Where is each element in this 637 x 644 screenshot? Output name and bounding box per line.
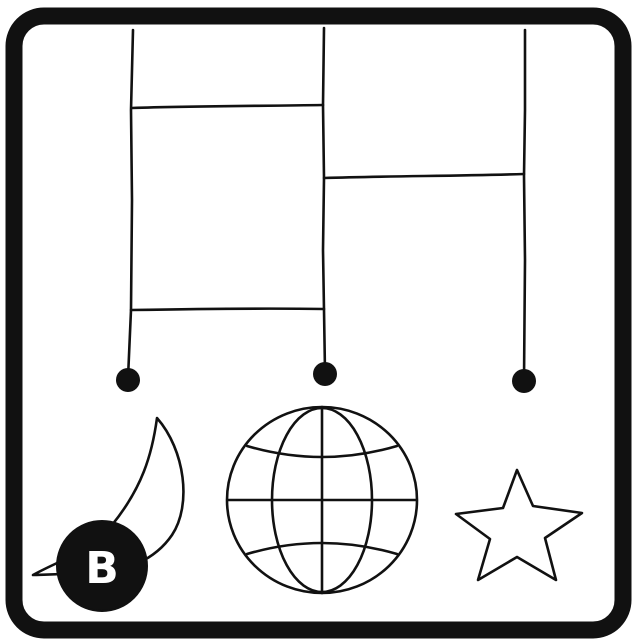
badge: B	[57, 521, 147, 611]
ladder-line-right	[524, 30, 525, 380]
ladder-rungs	[131, 105, 524, 310]
rung-right	[324, 174, 524, 178]
ladder-line-middle	[323, 28, 325, 372]
rung-left-top	[132, 105, 323, 108]
ladder-lines	[128, 28, 525, 380]
ladder-knobs	[116, 362, 536, 393]
rung-left-bottom	[131, 309, 324, 310]
star-icon	[456, 470, 582, 580]
ladder-line-left	[128, 30, 133, 378]
knob-middle	[313, 362, 337, 386]
badge-letter: B	[85, 543, 119, 594]
globe-icon	[227, 407, 417, 593]
knob-left	[116, 368, 140, 392]
knob-right	[512, 369, 536, 393]
